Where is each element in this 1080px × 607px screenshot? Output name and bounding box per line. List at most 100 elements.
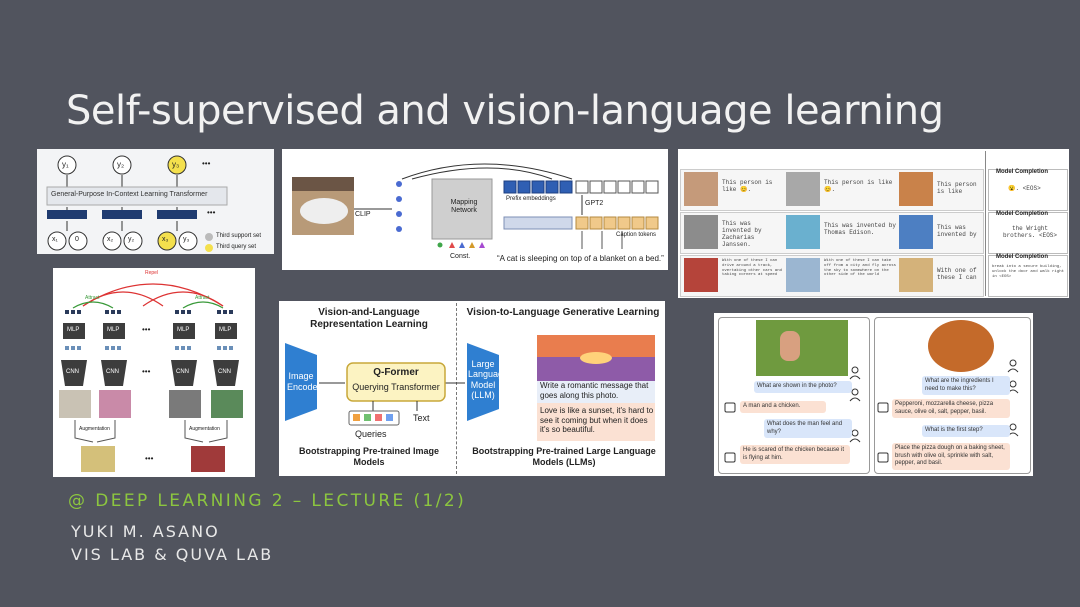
ssl-mlp-2: MLP xyxy=(107,327,120,333)
figure-ssl-contrastive: Repel Attract Attract MLP MLP MLP MLP ••… xyxy=(53,268,255,477)
blip-llm-label: Large Language Model (LLM) xyxy=(468,359,509,401)
completion-img-3a xyxy=(684,258,718,292)
affiliation: VIS LAB & QUVA LAB xyxy=(71,545,274,564)
icl-y2-input: y₂ xyxy=(128,236,135,243)
completion-header-3: Model Completion xyxy=(996,254,1048,260)
clipcap-clip-label: CLIP xyxy=(355,211,371,218)
completion-r2-t1: This was invented by Zacharias Janssen. xyxy=(722,220,762,248)
completion-r2-t3: This was invented by xyxy=(937,224,977,238)
chat-panel-left xyxy=(718,317,870,474)
ssl-cnn-4: CNN xyxy=(218,369,231,375)
completion-r2-t2: This was invented by Thomas Edison. xyxy=(824,222,897,236)
chat-question-1: What are shown in the photo? xyxy=(754,381,852,393)
blip-answer-text: Love is like a sunset, it's hard to see … xyxy=(540,406,654,435)
completion-header-2: Model Completion xyxy=(996,211,1048,217)
ssl-cnn-2: CNN xyxy=(106,369,119,375)
icl-zero: 0 xyxy=(75,236,79,243)
icl-y3-input: y₃ xyxy=(183,236,190,243)
completion-header-1: Model Completion xyxy=(996,169,1048,175)
completion-img-2b xyxy=(786,215,820,249)
completion-r1-t2: This person is like 😊. xyxy=(824,179,893,193)
completion-r3-t1: With one of these I can drive around a t… xyxy=(722,259,783,278)
completion-out-1: 😮. <EOS> xyxy=(1008,185,1041,192)
ssl-mlp-1: MLP xyxy=(67,327,80,333)
completion-r1-t3: This person is like xyxy=(937,181,977,195)
chat-question-3: What are the ingredients I need to make … xyxy=(922,376,1010,395)
chat-answer-4: Place the pizza dough on a baking sheet,… xyxy=(892,443,1010,470)
blip-text-label: Text xyxy=(413,413,430,423)
ssl-attract-label-2: Attract xyxy=(195,295,210,301)
lecture-label: @ DEEP LEARNING 2 – LECTURE (1/2) xyxy=(68,491,467,511)
clipcap-caption-text: “A cat is sleeping on top of a blanket o… xyxy=(497,254,664,263)
clipcap-prefix-label: Prefix embeddings xyxy=(506,196,556,202)
figure-icl-transformer: y₁ y₂ y₃ ••• General-Purpose In-Context … xyxy=(37,149,274,254)
completion-r3-t2: With one of these I can take off from a … xyxy=(824,259,897,278)
clipcap-const-label: Const. xyxy=(450,253,471,260)
chat-answer-2: He is scared of the chicken because it i… xyxy=(740,445,850,464)
ssl-mlp-4: MLP xyxy=(219,327,232,333)
blip-prompt-text: Write a romantic message that goes along… xyxy=(540,381,649,400)
ssl-dots-3: ••• xyxy=(145,454,154,463)
chat-panel-right xyxy=(874,317,1031,474)
completion-img-2c xyxy=(899,215,933,249)
completion-img-3c xyxy=(899,258,933,292)
ssl-dots-1: ••• xyxy=(142,325,151,334)
completion-output-3 xyxy=(988,255,1068,297)
completion-r1-t1: This person is like 😊. xyxy=(722,179,773,193)
completion-img-1c xyxy=(899,172,933,206)
ssl-attract-label-1: Attract xyxy=(85,295,100,301)
completion-output-1 xyxy=(988,169,1068,211)
blip-left-caption: Bootstrapping Pre-trained Image Models xyxy=(298,446,440,468)
clipcap-diagram xyxy=(292,163,659,249)
completion-img-2a xyxy=(684,215,718,249)
chat-photo-pizza xyxy=(928,320,994,372)
completion-divider xyxy=(985,151,986,296)
chat-answer-3: Pepperoni, mozzarella cheese, pizza sauc… xyxy=(892,399,1010,418)
ssl-diagram xyxy=(59,283,243,472)
icl-diagram xyxy=(46,155,228,252)
blip-right-caption: Bootstrapping Pre-trained Large Language… xyxy=(472,446,656,468)
ssl-augmentation-2: Augmentation xyxy=(189,426,220,432)
icl-dots-mid: ••• xyxy=(207,208,216,217)
blip-left-title: Vision-and-Language Representation Learn… xyxy=(310,307,428,330)
completion-row-1 xyxy=(680,169,984,211)
completion-row-3 xyxy=(680,255,984,297)
blip-queries-label: Queries xyxy=(355,429,387,439)
icl-x3: x₃ xyxy=(162,236,169,243)
icl-y3: y₃ xyxy=(172,160,180,169)
completion-img-3b xyxy=(786,258,820,292)
blip-qformer-sub: Querying Transformer xyxy=(352,382,440,392)
chat-question-4: What is the first step? xyxy=(922,425,1010,437)
blip-image-encoder-label: Image Encoder xyxy=(287,371,321,392)
completion-row-2 xyxy=(680,212,984,254)
ssl-mlp-3: MLP xyxy=(177,327,190,333)
blip-divider xyxy=(456,303,457,474)
ssl-cnn-3: CNN xyxy=(176,369,189,375)
icl-y2: y₂ xyxy=(117,160,125,169)
icl-x2: x₂ xyxy=(107,236,114,243)
figure-blip2: Vision-and-Language Representation Learn… xyxy=(279,301,665,476)
ssl-cnn-1: CNN xyxy=(66,369,79,375)
icl-legend-support: Third support set xyxy=(216,233,262,239)
icl-transformer-label: General-Purpose In-Context Learning Tran… xyxy=(51,191,208,198)
completion-img-1a xyxy=(684,172,718,206)
completion-out-3: break into a secure building, unlock the… xyxy=(992,265,1065,279)
completion-img-1b xyxy=(786,172,820,206)
slide-title: Self-supervised and vision-language lear… xyxy=(66,88,944,134)
icl-x1: x₁ xyxy=(52,236,58,243)
blip-right-title: Vision-to-Language Generative Learning xyxy=(466,307,660,318)
completion-r3-t3: With one of these I can xyxy=(937,267,977,281)
ssl-repel-label: Repel xyxy=(145,270,159,276)
chat-answer-1: A man and a chicken. xyxy=(740,401,826,413)
icl-dots-top: ••• xyxy=(202,159,211,168)
author-name: YUKI M. ASANO xyxy=(71,522,220,541)
figure-clipcap: CLIP Mapping Network Prefix embeddings G… xyxy=(282,149,668,270)
blip-qformer-label: Q-Former xyxy=(373,367,419,378)
figure-model-completion: This person is like 😊. This person is li… xyxy=(678,149,1069,298)
chat-photo-man-chicken xyxy=(756,320,848,376)
clipcap-mapping-label: Mapping Network xyxy=(450,199,478,215)
chat-photo-man-figure xyxy=(780,331,800,361)
figure-visual-chat: What are shown in the photo? A man and a… xyxy=(714,313,1033,476)
blip-diagram xyxy=(285,335,655,441)
completion-output-2 xyxy=(988,212,1068,254)
